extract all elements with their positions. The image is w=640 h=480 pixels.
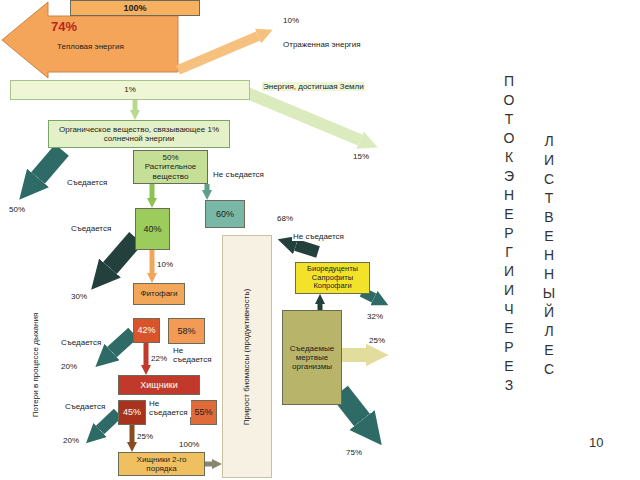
node-text: Органическое вещество, связывающее 1% со… [52,125,226,143]
plant-box: 50%Растительное вещество [133,150,208,184]
flow-label: 20% [62,436,80,445]
node-text: Съедаемые мертвые организмы [286,344,338,372]
phytophage-box: Фитофаги [133,283,185,305]
flow-connector [133,100,138,112]
node-text: 58% [177,326,195,336]
node-text: Биоредуценты Сапрофиты Копрофаги [299,265,366,291]
node-text: 40% [143,224,161,234]
flow-label: 25% [136,432,154,441]
share-box: 58% [168,318,205,344]
flow-connector [130,425,135,444]
flow-connector [318,302,323,310]
earth-arrow [240,90,360,140]
predator2-box: Хищники 2-го порядка [118,452,205,476]
node-text: 45% [123,407,141,417]
uneaten-share-box: 60% [205,200,245,228]
uneaten-arrow [296,245,318,252]
node-text: 1% [124,85,136,94]
flow-label: Съедается [64,402,106,411]
node-text: 42% [137,325,155,335]
eaten-share-box: 40% [135,208,170,250]
flow-label: 22% [150,354,168,363]
loss-arrow [38,150,62,178]
flow-label: Съедается [60,338,102,347]
node-text: Хищники [140,380,177,390]
flow-label: Отраженная энергия [282,40,362,49]
flow-label: 74% [50,20,78,35]
flow-label: 68% [276,214,294,223]
eaten-arrow [100,413,118,430]
flow-connector [144,343,149,367]
flow-label: 20% [60,362,78,371]
flow-label: Тепловая энергия [56,42,125,51]
flow-label: 100% [178,440,200,449]
organic-box: Органическое вещество, связывающее 1% со… [48,120,230,148]
share-box: 55% [190,400,217,425]
reflected-arrow [178,36,258,70]
flow-label: Не съедается [212,170,265,179]
biomass-column: Прирост биомассы (продуктивность) [222,235,272,478]
node-text: 60% [216,209,234,219]
flow-label: Не съедается [148,399,191,417]
flow-label: 75% [345,448,363,457]
flow-label: 30% [70,292,88,301]
flow-label: 32% [366,312,384,321]
flow-label: 50% [8,205,26,214]
node-text: Фитофаги [141,289,178,298]
flow-label: Съедается [70,224,112,233]
title-column: ЛИСТВЕННЫЙ ЛЕС [542,132,556,379]
node-text: 55% [194,407,212,417]
flow-label: Энергия, достигшая Земли [262,82,365,91]
eaten-arrow [110,238,136,268]
flow-label: Съедается [66,178,108,187]
side-caption: Потери в процессе дыхания [31,312,40,419]
flow-connector [150,184,155,200]
eaten-arrow [112,333,133,352]
node-text: Прирост биомассы (продуктивность) [242,288,251,425]
flow-label: Не съедается [292,232,345,241]
flow-connector [150,250,155,275]
flow-label: Не съедается [172,346,220,364]
source-box: 100% [70,0,200,16]
flow-label: 10% [282,16,300,25]
share-box: 42% [133,318,160,343]
flow-label: 10 [588,436,604,451]
decomposer-box: Биоредуценты Сапрофиты Копрофаги [295,262,370,294]
energy-band: 1% [10,80,250,100]
flow-label: 15% [352,152,370,161]
flow-label: 10% [156,260,174,269]
predator-box: Хищники [118,375,200,395]
dead-eaten-arrow [342,348,366,362]
dead-matter-box: Съедаемые мертвые организмы [282,310,342,405]
flow-label: 25% [368,336,386,345]
node-text: Растительное вещество [137,162,204,180]
node-text: Хищники 2-го порядка [122,455,201,473]
flow-connector [205,462,214,467]
share-box: 45% [118,400,146,425]
node-text: 100% [123,3,146,13]
title-column: ПОТОК ЭНЕРГИИ ЧЕРЕЗ [502,72,516,395]
node-text: 50% [162,153,178,162]
dead-loss-arrow [340,392,362,420]
flow-connector [205,184,210,192]
